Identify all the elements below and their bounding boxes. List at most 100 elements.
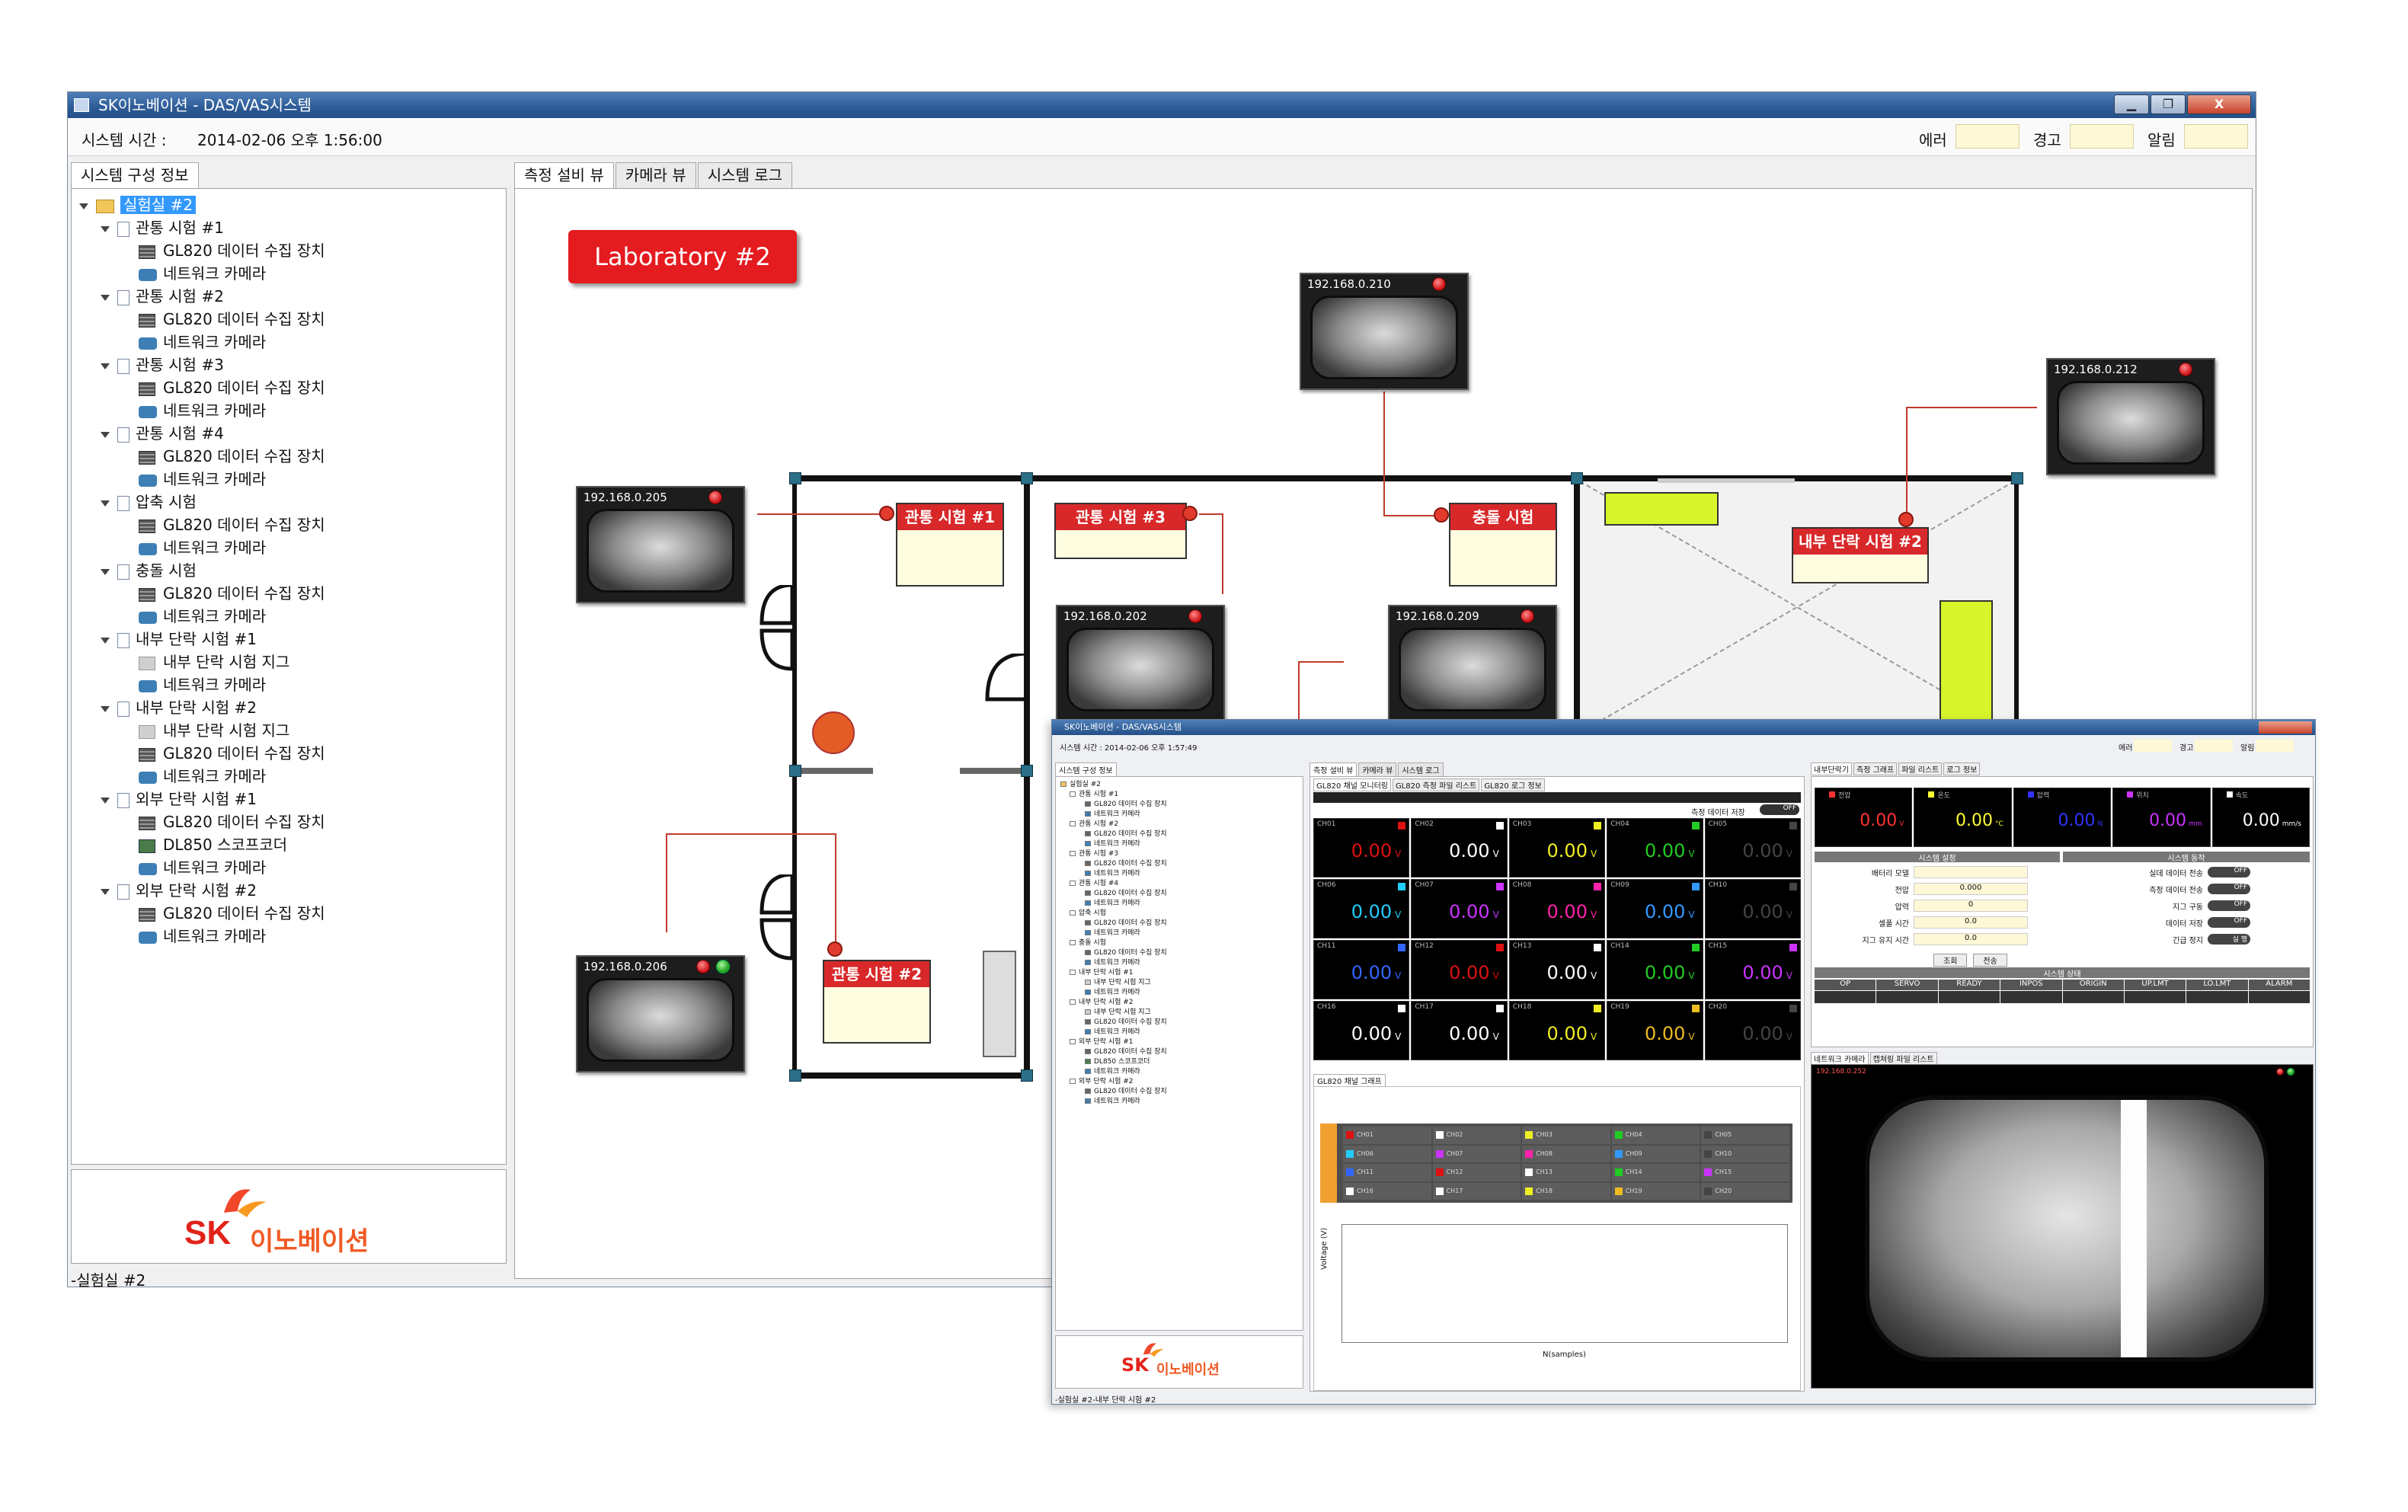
inset-tree-item[interactable]: GL820 데이터 수집 장치 [1060,1047,1167,1057]
right-tab[interactable]: 파일 리스트 [1898,762,1943,775]
inset-tree-item[interactable]: DL850 스코프코더 [1060,1057,1167,1067]
legend-item[interactable]: CH16 [1343,1182,1431,1200]
subtab-channel-monitor[interactable]: GL820 채널 모니터링 [1313,778,1391,791]
camera-feed-212[interactable]: 192.168.0.212 [2046,358,2215,475]
inset-tab-equipment-view[interactable]: 측정 설비 뷰 [1310,762,1357,777]
legend-item[interactable]: CH07 [1432,1145,1521,1162]
subtab-file-list[interactable]: GL820 측정 파일 리스트 [1392,778,1480,791]
legend-item[interactable]: CH13 [1522,1164,1610,1181]
inset-tree-item[interactable]: 관통 시험 #2 [1060,820,1167,830]
tree-item[interactable]: GL820 데이터 수집 장치 [79,810,498,833]
inset-tree-item[interactable]: 네트워크 카메라 [1060,1028,1167,1037]
minimize-button[interactable]: ▁ [2114,94,2149,114]
inset-tree-item[interactable]: GL820 데이터 수집 장치 [1060,919,1167,929]
control-toggle[interactable]: 실 행 [2208,934,2250,945]
tree-item[interactable]: 충돌 시험 [79,559,498,582]
inset-tree-item[interactable]: 내부 단락 시험 지그 [1060,978,1167,988]
tree-item[interactable]: 네트워크 카메라 [79,536,498,559]
inset-tree-item[interactable]: 내부 단락 시험 지그 [1060,1008,1167,1018]
camera-feed-209[interactable]: 192.168.0.209 [1388,605,1557,722]
tree-item[interactable]: 내부 단락 시험 #1 [79,628,498,651]
inset-tree-item[interactable]: 충돌 시험 [1060,938,1167,948]
camera-feed-202[interactable]: 192.168.0.202 [1056,605,1225,722]
legend-item[interactable]: CH09 [1611,1145,1700,1162]
station-penetration-1[interactable]: 관통 시험 #1 [896,503,1004,587]
tree-item[interactable]: 압축 시험 [79,491,498,513]
settings-input[interactable]: 0.000 [1914,883,2028,895]
tree-item[interactable]: 네트워크 카메라 [79,468,498,491]
tree-item[interactable]: 네트워크 카메라 [79,765,498,788]
inset-tree-item[interactable]: 네트워크 카메라 [1060,1097,1167,1107]
cam-tab-capture-list[interactable]: 캡쳐링 파일 리스트 [1869,1052,1937,1065]
expand-triangle-icon[interactable] [101,363,110,369]
control-toggle[interactable]: OFF [2208,867,2250,877]
legend-item[interactable]: CH03 [1522,1127,1610,1144]
expand-triangle-icon[interactable] [101,225,110,232]
right-tab[interactable]: 측정 그래프 [1853,762,1898,775]
legend-item[interactable]: CH18 [1522,1182,1610,1200]
tree-item[interactable]: GL820 데이터 수집 장치 [79,239,498,262]
inset-tree-item[interactable]: 실험실 #2 [1060,780,1167,790]
right-tab[interactable]: 내부단락기 [1811,762,1852,775]
tree-item[interactable]: 네트워크 카메라 [79,856,498,879]
save-data-toggle[interactable]: OFF [1760,804,1799,815]
subtab-log-info[interactable]: GL820 로그 정보 [1481,778,1545,791]
legend-item[interactable]: CH11 [1343,1164,1431,1181]
legend-item[interactable]: CH01 [1343,1127,1431,1144]
tree-item[interactable]: 외부 단락 시험 #2 [79,879,498,902]
inset-tree-item[interactable]: 관통 시험 #3 [1060,849,1167,859]
tree-item[interactable]: 네트워크 카메라 [79,331,498,353]
legend-item[interactable]: CH20 [1701,1182,1789,1200]
settings-input[interactable]: 0 [1914,900,2028,912]
expand-triangle-icon[interactable] [101,705,110,712]
inset-tree-item[interactable]: 압축 시험 [1060,909,1167,919]
expand-triangle-icon[interactable] [101,431,110,438]
inset-tree-item[interactable]: 네트워크 카메라 [1060,869,1167,879]
inset-tree-item[interactable]: 네트워크 카메라 [1060,839,1167,849]
tab-equipment-view[interactable]: 측정 설비 뷰 [514,162,614,188]
inset-tree-item[interactable]: 네트워크 카메라 [1060,1067,1167,1077]
inset-tree-item[interactable]: 네트워크 카메라 [1060,899,1167,909]
expand-triangle-icon[interactable] [101,888,110,895]
tree-item[interactable]: 내부 단락 시험 지그 [79,719,498,742]
inset-tab-system-log[interactable]: 시스템 로그 [1398,762,1444,777]
camera-feed-206[interactable]: 192.168.0.206 [576,955,745,1072]
tree-item[interactable]: GL820 데이터 수집 장치 [79,513,498,536]
tree-item[interactable]: GL820 데이터 수집 장치 [79,308,498,331]
expand-triangle-icon[interactable] [79,203,88,209]
legend-selector[interactable] [1320,1124,1337,1203]
tree-item[interactable]: 네트워크 카메라 [79,399,498,422]
inset-tree-item[interactable]: GL820 데이터 수집 장치 [1060,889,1167,899]
station-penetration-2[interactable]: 관통 시험 #2 [823,960,931,1044]
cam-tab-network-camera[interactable]: 네트워크 카메라 [1811,1052,1869,1065]
legend-item[interactable]: CH19 [1611,1182,1700,1200]
inset-tree-item[interactable]: 내부 단락 시험 #2 [1060,998,1167,1008]
graph-tab[interactable]: GL820 채널 그래프 [1313,1074,1386,1087]
tree-item[interactable]: 실험실 #2 [79,193,498,216]
right-tab[interactable]: 로그 정보 [1943,762,1981,775]
tab-system-config[interactable]: 시스템 구성 정보 [71,162,199,188]
inset-tab-camera-view[interactable]: 카메라 뷰 [1358,762,1397,777]
tree-item[interactable]: GL820 데이터 수집 장치 [79,376,498,399]
tree-item[interactable]: 네트워크 카메라 [79,262,498,285]
legend-item[interactable]: CH05 [1701,1127,1789,1144]
legend-item[interactable]: CH15 [1701,1164,1789,1181]
legend-item[interactable]: CH04 [1611,1127,1700,1144]
tree-item[interactable]: 관통 시험 #4 [79,422,498,445]
inset-tree-item[interactable]: 내부 단락 시험 #1 [1060,968,1167,978]
tree-item[interactable]: GL820 데이터 수집 장치 [79,742,498,765]
inset-tree-item[interactable]: 관통 시험 #1 [1060,790,1167,800]
inset-window-controls[interactable] [2259,721,2312,734]
tree-item[interactable]: DL850 스코프코더 [79,833,498,856]
inset-tab-system-config[interactable]: 시스템 구성 정보 [1055,762,1117,777]
inset-tree-item[interactable]: 네트워크 카메라 [1060,810,1167,820]
settings-input[interactable]: 0.0 [1914,933,2028,945]
tree-item[interactable]: 관통 시험 #3 [79,353,498,376]
legend-item[interactable]: CH02 [1432,1127,1521,1144]
legend-item[interactable]: CH12 [1432,1164,1521,1181]
tab-camera-view[interactable]: 카메라 뷰 [615,162,696,188]
settings-input[interactable]: 0.0 [1914,916,2028,929]
inset-tree-item[interactable]: 네트워크 카메라 [1060,958,1167,968]
inset-tree-item[interactable]: 네트워크 카메라 [1060,988,1167,998]
expand-triangle-icon[interactable] [101,637,110,644]
